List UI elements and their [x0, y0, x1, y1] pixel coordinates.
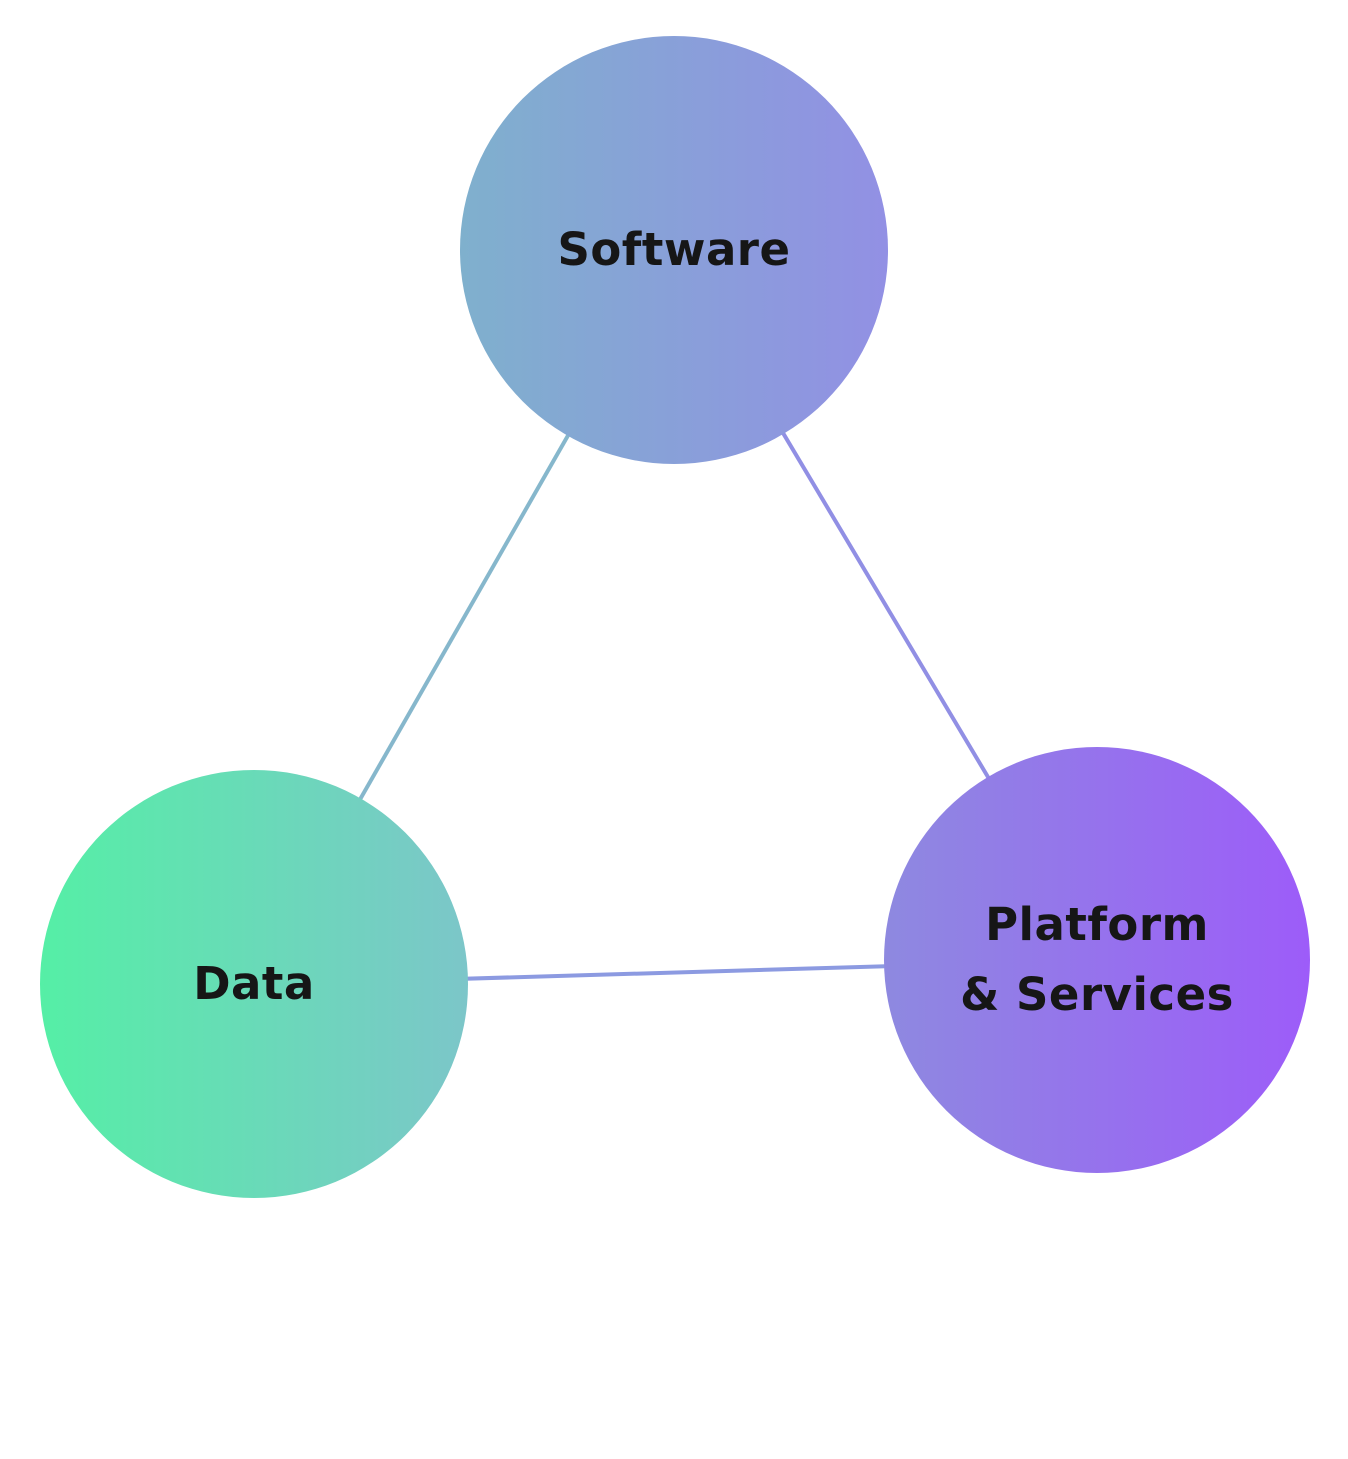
node-software: Software — [460, 36, 888, 464]
node-platform-services-label-line2: & Services — [960, 968, 1234, 1021]
node-software-label: Software — [557, 223, 791, 277]
node-data: Data — [40, 770, 468, 1198]
node-data-label: Data — [193, 957, 315, 1011]
node-platform-services-label-line1: Platform — [985, 898, 1209, 952]
node-platform-services: Platform & Services — [884, 747, 1310, 1173]
